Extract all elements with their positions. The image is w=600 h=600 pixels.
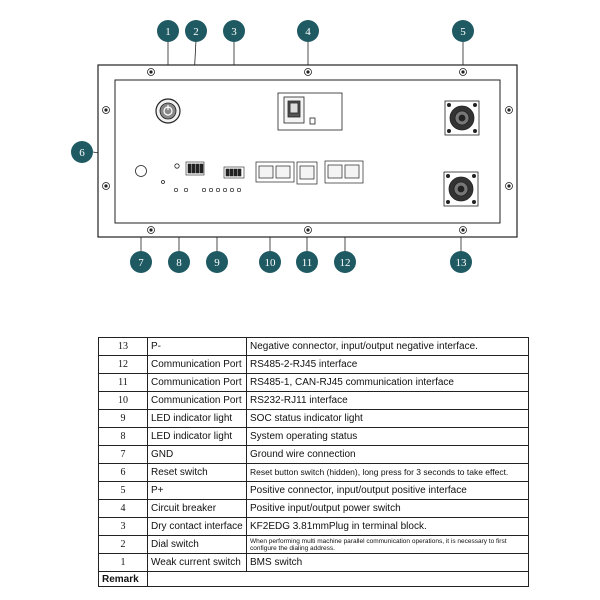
positive-connector — [444, 100, 480, 136]
callout-4: 4 — [297, 20, 319, 42]
callout-9: 9 — [206, 251, 228, 273]
legend-description: RS485-1, CAN-RJ45 communication interfac… — [246, 373, 529, 392]
legend-number: 9 — [98, 409, 148, 428]
legend-component-name: P- — [147, 337, 247, 356]
legend-number: 4 — [98, 499, 148, 518]
rs485-can-port — [296, 161, 318, 185]
legend-component-name: Reset switch — [147, 463, 247, 482]
legend-component-name: GND — [147, 445, 247, 464]
legend-component-name: Weak current switch — [147, 553, 247, 572]
legend-description: Reset button switch (hidden), long press… — [246, 463, 529, 482]
legend-description: Positive connector, input/output positiv… — [246, 481, 529, 500]
legend-number: 7 — [98, 445, 148, 464]
legend-description: RS485-2-RJ45 interface — [246, 355, 529, 374]
soc-leds — [201, 187, 242, 193]
legend-description: Negative connector, input/output negativ… — [246, 337, 529, 356]
legend-description: SOC status indicator light — [246, 409, 529, 428]
legend-component-name: LED indicator light — [147, 427, 247, 446]
svg-text:7: 7 — [138, 257, 144, 269]
callout-10: 10 — [259, 251, 281, 273]
svg-text:6: 6 — [79, 147, 85, 159]
svg-text:12: 12 — [340, 257, 351, 269]
svg-text:2: 2 — [193, 26, 199, 38]
legend-component-name: P+ — [147, 481, 247, 500]
legend-component-name: LED indicator light — [147, 409, 247, 428]
rj11-port — [255, 161, 295, 183]
callout-7: 7 — [130, 251, 152, 273]
legend-number: 11 — [98, 373, 148, 392]
legend-number: 10 — [98, 391, 148, 410]
legend-number: 13 — [98, 337, 148, 356]
svg-text:4: 4 — [305, 26, 311, 38]
legend-component-name: Communication Port — [147, 355, 247, 374]
ground-terminal — [135, 165, 165, 184]
legend-number: 6 — [98, 463, 148, 482]
svg-text:10: 10 — [265, 257, 277, 269]
legend-number: 12 — [98, 355, 148, 374]
legend-description: System operating status — [246, 427, 529, 446]
legend-description: When performing multi machine parallel c… — [246, 535, 529, 554]
svg-text:3: 3 — [231, 26, 237, 38]
callout-8: 8 — [168, 251, 190, 273]
legend-component-name: Dial switch — [147, 535, 247, 554]
svg-text:8: 8 — [176, 257, 182, 269]
status-leds — [173, 187, 189, 193]
legend-number: 1 — [98, 553, 148, 572]
remark-value — [147, 571, 529, 587]
legend-description: KF2EDG 3.81mmPlug in terminal block. — [246, 517, 529, 536]
legend-description: Positive input/output power switch — [246, 499, 529, 518]
legend-component-name: Communication Port — [147, 391, 247, 410]
dry-contact-terminal — [223, 166, 245, 179]
svg-text:13: 13 — [456, 257, 468, 269]
legend-description: BMS switch — [246, 553, 529, 572]
legend-number: 8 — [98, 427, 148, 446]
legend-number: 2 — [98, 535, 148, 554]
legend-component-name: Circuit breaker — [147, 499, 247, 518]
callout-6: 6 — [71, 141, 93, 163]
callout-3: 3 — [223, 20, 245, 42]
svg-text:5: 5 — [460, 26, 466, 38]
legend-component-name: Dry contact interface — [147, 517, 247, 536]
legend-description: RS232-RJ11 interface — [246, 391, 529, 410]
battery-panel-diagram: 1 2 3 4 5 6 7 8 9 10 11 12 — [71, 20, 518, 273]
svg-text:9: 9 — [214, 257, 220, 269]
legend-number: 5 — [98, 481, 148, 500]
svg-text:1: 1 — [165, 26, 171, 38]
callout-5: 5 — [452, 20, 474, 42]
weak-current-switch — [155, 98, 181, 124]
reset-switch — [174, 163, 180, 169]
remark-label: Remark — [98, 571, 148, 587]
rs485-2-port — [324, 160, 364, 184]
dial-switch — [185, 161, 205, 176]
legend-remark-row: Remark — [98, 571, 529, 587]
legend-description: Ground wire connection — [246, 445, 529, 464]
svg-text:11: 11 — [302, 257, 313, 269]
callout-12: 12 — [334, 251, 356, 273]
legend-number: 3 — [98, 517, 148, 536]
callout-1: 1 — [157, 20, 179, 42]
callout-13: 13 — [450, 251, 472, 273]
negative-connector — [443, 171, 479, 207]
callout-11: 11 — [296, 251, 318, 273]
mounting-screws — [102, 68, 513, 234]
legend-component-name: Communication Port — [147, 373, 247, 392]
circuit-breaker — [277, 92, 343, 131]
callout-2: 2 — [185, 20, 207, 42]
